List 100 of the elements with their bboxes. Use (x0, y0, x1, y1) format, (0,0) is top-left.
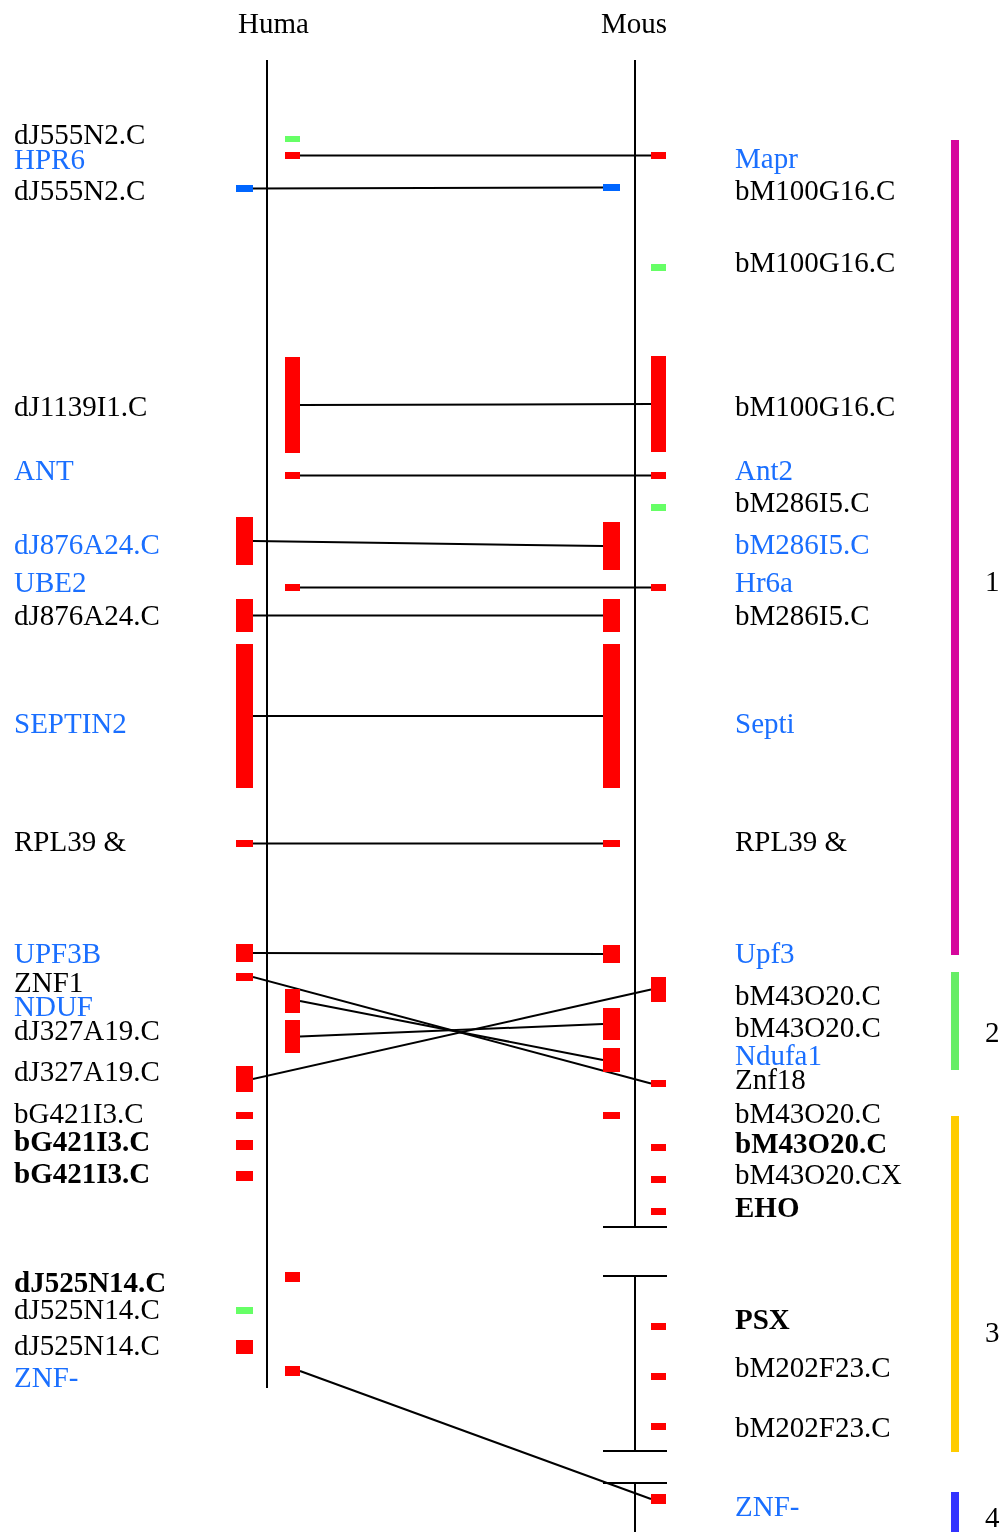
gene-marker (603, 1048, 620, 1072)
gene-marker (236, 644, 253, 788)
gene-label: bM43O20.C (735, 1012, 881, 1042)
gene-marker (285, 136, 300, 142)
gene-marker (285, 989, 300, 1013)
gene-marker (236, 840, 253, 847)
synteny-line (252, 715, 604, 717)
gene-marker (236, 1340, 253, 1354)
gene-marker (285, 1366, 300, 1376)
species-heading: Mous (601, 8, 668, 38)
gene-label: bM43O20.C (735, 980, 881, 1010)
gene-marker (285, 584, 300, 591)
gene-marker (603, 1112, 620, 1119)
gene-label: EHO (735, 1192, 800, 1222)
gene-label: Mapr (735, 143, 798, 173)
gene-label: ANT (14, 455, 74, 485)
synteny-line (299, 154, 652, 157)
gene-marker (603, 184, 620, 191)
gene-marker (236, 1112, 253, 1119)
gene-marker (603, 522, 620, 570)
gene-marker (603, 644, 620, 788)
gene-label: bM100G16.C (735, 391, 896, 421)
gene-label: bM43O20.C (735, 1128, 888, 1158)
gene-label: dJ876A24.C (14, 600, 160, 630)
gene-label: PSX (735, 1304, 790, 1334)
gene-label: SEPTIN2 (14, 708, 127, 738)
gene-label: Upf3 (735, 938, 795, 968)
synteny-line (299, 1370, 652, 1500)
gene-label: dJ1139I1.C (14, 391, 148, 421)
region-bar (951, 1492, 959, 1532)
gene-marker (285, 472, 300, 479)
gene-label: bM43O20.CX (735, 1159, 902, 1189)
gene-label: bM286I5.C (735, 600, 870, 630)
synteny-line (252, 976, 652, 1085)
gene-marker (651, 1144, 666, 1151)
gene-label: dJ876A24.C (14, 529, 160, 559)
gene-marker (651, 977, 666, 1002)
region-number: 3 (985, 1317, 1000, 1347)
gene-marker (651, 1176, 666, 1183)
gene-label: Hr6a (735, 567, 793, 597)
gene-marker (285, 357, 300, 453)
species-heading: Huma (238, 8, 309, 38)
gene-marker (236, 517, 253, 565)
synteny-line (252, 614, 604, 617)
gene-label: dJ525N14.C (14, 1294, 160, 1324)
region-bar (951, 1116, 959, 1452)
gene-marker (651, 504, 666, 511)
gene-label: Septi (735, 708, 795, 738)
gene-marker (236, 1140, 253, 1150)
gene-marker (651, 152, 666, 159)
gene-label: ZNF- (14, 1362, 79, 1392)
gene-marker (236, 599, 253, 632)
gene-marker (603, 945, 620, 963)
synteny-line (299, 1000, 604, 1061)
region-number: 1 (985, 566, 1000, 596)
gene-marker (651, 1423, 666, 1430)
gene-label: UBE2 (14, 567, 87, 597)
gene-label: bG421I3.C (14, 1126, 151, 1156)
gene-marker (651, 584, 666, 591)
gene-marker (285, 152, 300, 159)
gene-label: dJ555N2.C (14, 175, 146, 205)
gene-marker (236, 185, 253, 192)
region-bar (951, 972, 959, 1070)
synteny-line (299, 403, 652, 406)
synteny-line (252, 540, 604, 547)
gene-label: ZNF- (735, 1491, 800, 1521)
gene-marker (603, 840, 620, 847)
synteny-line (252, 988, 652, 1080)
gene-label: dJ525N14.C (14, 1330, 160, 1360)
gene-label: bM100G16.C (735, 247, 896, 277)
gene-marker (236, 1307, 253, 1314)
region-bar (951, 140, 959, 955)
gene-marker (651, 1373, 666, 1380)
synteny-line (252, 186, 604, 190)
gene-label: bG421I3.C (14, 1098, 144, 1128)
gene-marker (651, 1080, 666, 1087)
gene-marker (603, 1008, 620, 1040)
gene-label: UPF3B (14, 938, 102, 968)
gene-label: bG421I3.C (14, 1158, 151, 1188)
synteny-line (299, 586, 652, 589)
gene-marker (236, 1066, 253, 1092)
synteny-line (299, 1023, 604, 1038)
gene-label: bM43O20.C (735, 1098, 881, 1128)
gene-marker (651, 1323, 666, 1330)
gene-label: bM202F23.C (735, 1412, 891, 1442)
gene-marker (285, 1020, 300, 1053)
gene-label: RPL39 & (735, 826, 847, 856)
gene-label: bM286I5.C (735, 529, 870, 559)
gene-marker (236, 944, 253, 962)
synteny-line (252, 842, 604, 845)
gene-label: RPL39 & (14, 826, 126, 856)
synteny-line (299, 474, 652, 477)
synteny-line (252, 952, 604, 955)
gene-label: dJ525N14.C (14, 1267, 167, 1297)
gene-marker (603, 599, 620, 632)
gene-marker (651, 1208, 666, 1215)
region-number: 2 (985, 1017, 1000, 1047)
gene-marker (651, 264, 666, 271)
gene-marker (651, 356, 666, 452)
gene-label: dJ327A19.C (14, 1056, 160, 1086)
